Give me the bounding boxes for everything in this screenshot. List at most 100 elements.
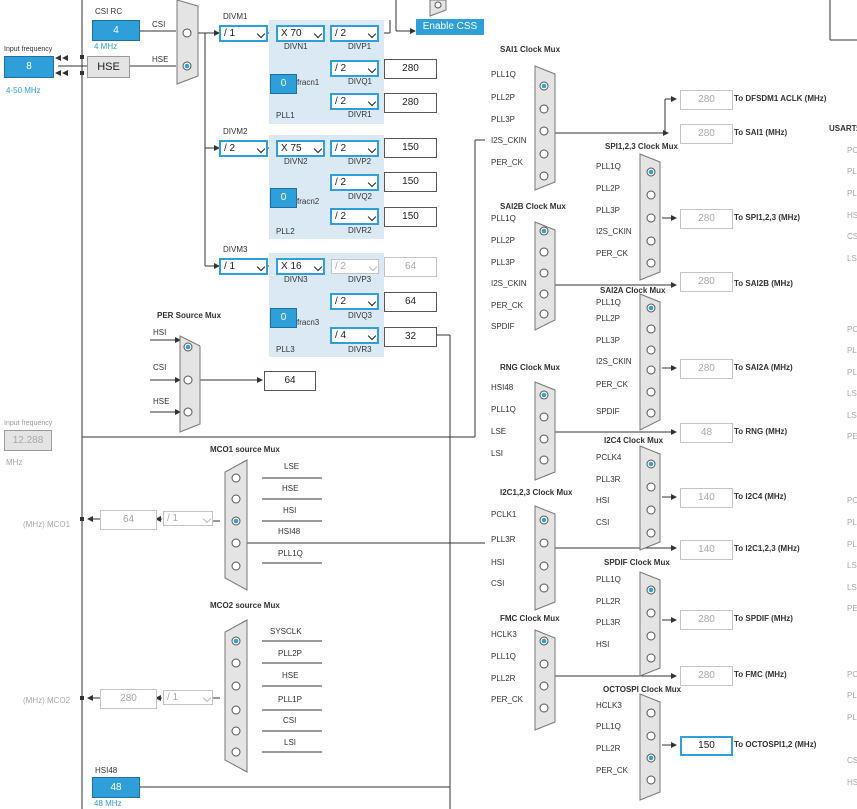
i2c4-mux-input-hsi: HSI <box>596 496 610 505</box>
pll3r-output: 32 <box>384 327 437 347</box>
i2c4-mux-title: I2C4 Clock Mux <box>604 436 664 445</box>
i2c123-mux-input-hsi: HSI <box>491 558 505 567</box>
divp2-label: DIVP2 <box>348 157 372 166</box>
chevron-down-icon <box>256 144 266 154</box>
sai2b-mux-title: SAI2B Clock Mux <box>500 202 566 211</box>
divr1-value: / 2 <box>335 96 347 107</box>
right-edge-label: LS <box>847 411 857 420</box>
divm1-label: DIVM1 <box>223 12 248 21</box>
sai1-mux-input-i2s-ckin: I2S_CKIN <box>491 136 527 145</box>
mco2-input-csi: CSI <box>283 716 297 725</box>
i2c4-mux-input-pll3r: PLL3R <box>596 475 621 484</box>
sai2a-mux-input-per-ck: PER_CK <box>596 380 629 389</box>
divm3-label: DIVM3 <box>223 245 248 254</box>
divn1-value: X 70 <box>281 28 302 39</box>
divp1-label: DIVP1 <box>348 42 372 51</box>
i2c123-mux-input-csi: CSI <box>491 579 505 588</box>
mco2-div-select[interactable]: / 1 <box>163 690 213 705</box>
divq1-select[interactable]: / 2 <box>330 60 379 77</box>
right-edge-label: HS <box>847 778 857 787</box>
spdif-output: 280 <box>680 610 733 630</box>
divq2-select[interactable]: / 2 <box>330 174 379 191</box>
right-edge-label: PL <box>847 691 857 700</box>
divq3-value: / 2 <box>335 296 347 307</box>
sai2b-mux-input-pll2p: PLL2P <box>491 236 516 245</box>
octospi-mux-input-pll1q: PLL1Q <box>596 722 621 731</box>
hsi48-value[interactable]: 48 <box>92 777 140 798</box>
rng-mux-input-lsi: LSI <box>491 449 504 458</box>
fracn1-value[interactable]: 0 <box>270 74 297 94</box>
mco1-div-select[interactable]: / 1 <box>163 511 213 526</box>
fracn2-value[interactable]: 0 <box>270 188 297 208</box>
divm2-select[interactable]: / 2 <box>219 140 268 157</box>
divq1-value: / 2 <box>335 63 347 74</box>
divr1-select[interactable]: / 2 <box>330 93 379 110</box>
hse-block[interactable]: HSE <box>87 56 130 78</box>
usart-mux-title: USART: <box>829 124 857 133</box>
hse-input-freq-value[interactable]: 8 <box>4 56 54 78</box>
chevron-down-icon <box>367 212 377 222</box>
octospi-output: 150 <box>680 736 733 756</box>
spdif-mux-title: SPDIF Clock Mux <box>604 558 670 567</box>
divn1-select[interactable]: X 70 <box>276 25 325 42</box>
divp3-select[interactable]: / 2 <box>331 259 379 274</box>
fracn1-label: fracn1 <box>297 78 320 87</box>
fracn3-value[interactable]: 0 <box>270 308 297 328</box>
rng-mux-input-lse: LSE <box>491 427 507 436</box>
divr2-select[interactable]: / 2 <box>330 208 379 225</box>
rng-mux-title: RNG Clock Mux <box>500 363 561 372</box>
lse-input-freq-value[interactable]: 12.288 <box>4 430 52 451</box>
divn3-select[interactable]: X 16 <box>276 258 325 275</box>
lse-input-unit: MHz <box>6 458 23 467</box>
divn3-value: X 16 <box>281 261 302 272</box>
divr3-select[interactable]: / 4 <box>330 327 379 344</box>
mco2-input-lsi: LSI <box>284 738 297 747</box>
divn2-select[interactable]: X 75 <box>276 140 325 157</box>
pll2r-output: 150 <box>384 207 437 227</box>
right-edge-label: LS <box>847 561 857 570</box>
chevron-down-icon <box>367 331 377 341</box>
octospi-label: To OCTOSPI1,2 (MHz) <box>734 740 817 749</box>
chevron-down-icon <box>367 64 377 74</box>
divm1-select[interactable]: / 1 <box>219 25 268 42</box>
csi-rc-title: CSI RC <box>95 7 123 16</box>
pll2p-output: 150 <box>384 138 437 158</box>
i2c4-mux-input-pclk4: PCLK4 <box>596 453 622 462</box>
divp1-select[interactable]: / 2 <box>330 25 379 42</box>
divn3-label: DIVN3 <box>284 275 308 284</box>
divm3-select[interactable]: / 1 <box>219 258 268 275</box>
sai2a-mux-input-pll3p: PLL3P <box>596 336 621 345</box>
pll3-name: PLL3 <box>276 345 295 354</box>
mco2-input-pll1p: PLL1P <box>278 695 303 704</box>
enable-css-button[interactable]: Enable CSS <box>416 19 484 35</box>
divq2-value: / 2 <box>335 177 347 188</box>
mco1-div-value: / 1 <box>167 513 179 524</box>
right-edge-label: PC <box>847 496 857 505</box>
dfsdm1-aclk-label: To DFSDM1 ACLK (MHz) <box>734 94 827 103</box>
chevron-down-icon <box>202 514 212 524</box>
i2c4-mux-input-csi: CSI <box>596 518 610 527</box>
pll-source-mux-shape <box>176 0 199 85</box>
spdif-mux-input-hsi: HSI <box>596 640 610 649</box>
sai2b-label: To SAI2B (MHz) <box>734 279 793 288</box>
pll1r-output: 280 <box>384 93 437 113</box>
sai2a-mux-input-pll1q: PLL1Q <box>596 298 621 307</box>
divq3-select[interactable]: / 2 <box>330 293 379 310</box>
divp2-select[interactable]: / 2 <box>330 140 379 157</box>
i2c123-label: To I2C1,2,3 (MHz) <box>734 544 800 553</box>
divp2-value: / 2 <box>335 143 347 154</box>
fmc-label: To FMC (MHz) <box>734 670 787 679</box>
sai2b-mux-input-pll1q: PLL1Q <box>491 214 516 223</box>
chevron-down-icon <box>313 29 323 39</box>
pll2-name: PLL2 <box>276 227 295 236</box>
spi123-mux-title: SPI1,2,3 Clock Mux <box>605 142 678 151</box>
csi-rc-value[interactable]: 4 <box>92 20 140 41</box>
divr2-value: / 2 <box>335 211 347 222</box>
chevron-down-icon <box>367 97 377 107</box>
sai2a-mux-input-i2s-ckin: I2S_CKIN <box>596 357 632 366</box>
right-edge-label: PE <box>847 432 857 441</box>
spi123-mux-input-per-ck: PER_CK <box>596 249 629 258</box>
per-ck-output: 64 <box>264 371 316 391</box>
mco1-label: (MHz) MCO1 <box>23 520 71 529</box>
spi123-mux-input-pll3p: PLL3P <box>596 206 621 215</box>
